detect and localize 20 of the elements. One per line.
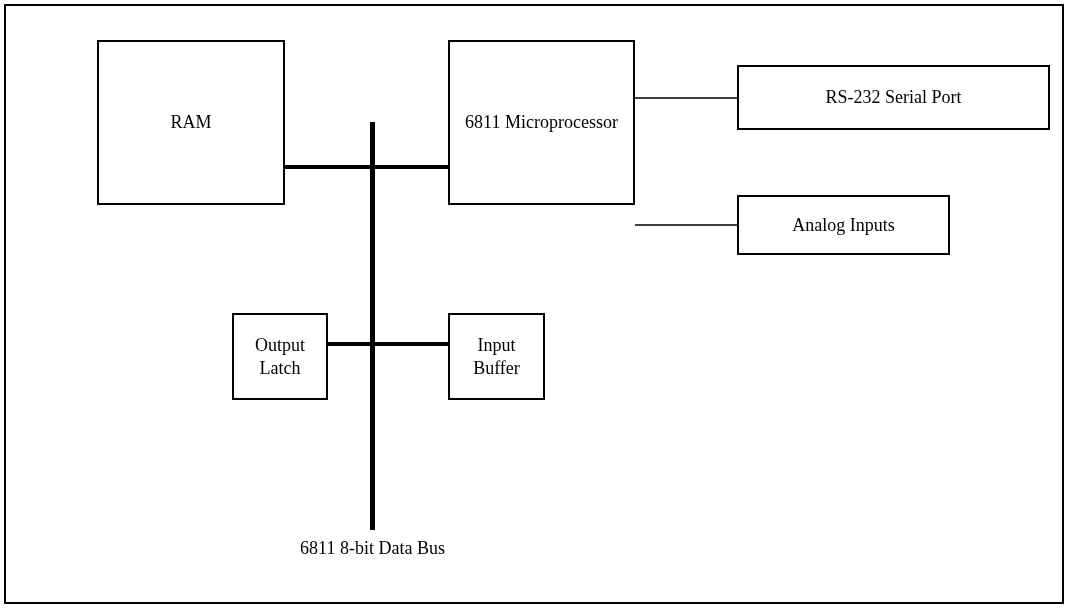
block-label: Analog Inputs: [791, 213, 896, 237]
block-box: [97, 40, 285, 205]
connector-line: [634, 97, 738, 99]
block-box: [448, 313, 545, 400]
bus-connector: [328, 342, 370, 346]
data-bus-bar: [370, 122, 375, 530]
block-box: [737, 65, 1050, 130]
block-box: [232, 313, 328, 400]
bus-label: 6811 8-bit Data Bus: [300, 538, 445, 559]
block-label: Output Latch: [254, 334, 306, 379]
connector-line: [634, 224, 738, 226]
block-label: RS-232 Serial Port: [824, 86, 963, 109]
bus-connector: [375, 165, 448, 169]
block-box: [448, 40, 635, 205]
block-box: [737, 195, 950, 255]
bus-connector: [285, 165, 370, 169]
bus-connector: [375, 342, 448, 346]
block-label: Input Buffer: [472, 334, 521, 379]
block-label: RAM: [169, 111, 213, 134]
block-label: 6811 Microprocessor: [464, 111, 619, 134]
